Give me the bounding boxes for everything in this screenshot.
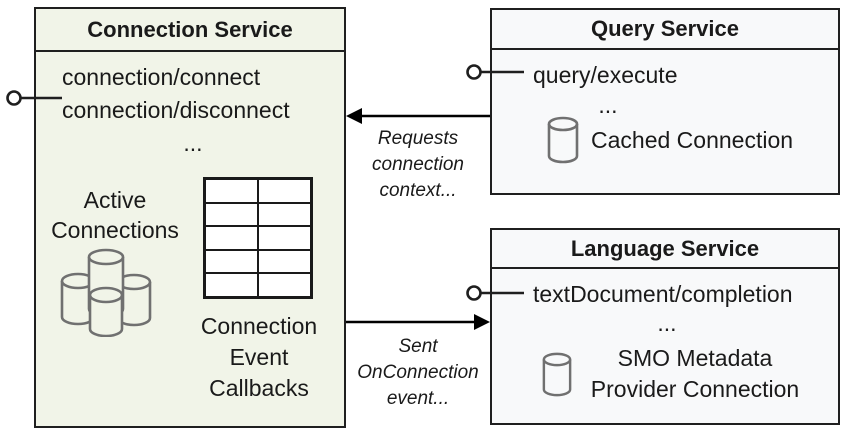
method-query-execute: query/execute	[533, 62, 678, 88]
grid-cell	[258, 202, 311, 227]
language-service-box: Language Service textDocument/completion…	[490, 228, 840, 425]
database-icon	[547, 116, 579, 164]
query-service-methods: query/execute ...	[533, 60, 683, 120]
grid-cell	[205, 179, 258, 203]
grid-cell	[258, 226, 311, 250]
connection-service-methods: connection/connect connection/disconnect…	[62, 61, 324, 160]
callbacks-table-grid-icon	[203, 177, 313, 299]
requests-arrow-label: Requests connection context...	[372, 128, 464, 201]
cached-connection-row: Cached Connection	[547, 116, 793, 164]
methods-ellipsis: ...	[598, 92, 618, 118]
grid-cell	[258, 273, 311, 297]
connection-service-title: Connection Service	[36, 9, 344, 52]
method-textdocument-completion: textDocument/completion	[533, 281, 793, 307]
method-connection-disconnect: connection/disconnect	[62, 97, 290, 123]
database-cluster-icon	[60, 248, 152, 337]
sent-arrow	[346, 314, 490, 330]
language-service-title: Language Service	[492, 230, 838, 269]
requests-arrow	[346, 108, 490, 124]
smo-metadata-connection-row: SMO Metadata Provider Connection	[542, 343, 806, 405]
grid-cell	[205, 249, 258, 274]
grid-cell	[258, 249, 311, 274]
callbacks-label: Connection Event Callbacks	[200, 313, 318, 401]
grid-cell	[205, 226, 258, 250]
active-connections-label: Active Connections	[51, 187, 179, 243]
methods-ellipsis: ...	[183, 130, 203, 156]
smo-metadata-connection-label: SMO Metadata Provider Connection	[590, 345, 800, 402]
methods-ellipsis: ...	[657, 310, 677, 336]
grid-cell	[205, 273, 258, 297]
connection-service-box: Connection Service connection/connect co…	[34, 7, 346, 428]
grid-cell	[205, 202, 258, 227]
database-icon	[542, 352, 572, 396]
query-service-title: Query Service	[492, 10, 838, 50]
method-connection-connect: connection/connect	[62, 64, 261, 90]
grid-cell	[258, 179, 311, 203]
cached-connection-label: Cached Connection	[591, 126, 794, 153]
sent-arrow-label: Sent OnConnection event...	[357, 336, 479, 409]
language-service-methods: textDocument/completion ...	[533, 280, 801, 338]
query-service-box: Query Service query/execute ... Cached C…	[490, 8, 840, 195]
